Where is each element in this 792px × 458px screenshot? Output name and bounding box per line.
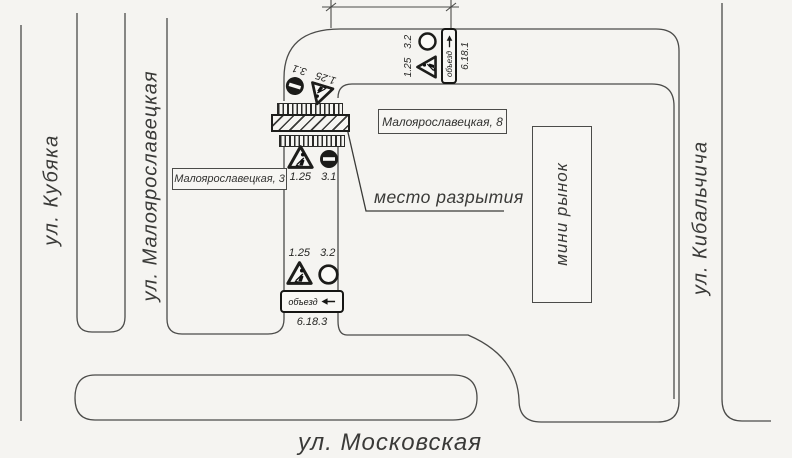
outer-road-contour bbox=[283, 28, 680, 423]
sign-code-no-entry: 3.1 bbox=[321, 171, 337, 183]
sign-code-no-traffic: 3.2 bbox=[320, 247, 336, 259]
dimension-lines bbox=[322, 0, 459, 29]
block-2-outline bbox=[166, 18, 285, 335]
street-name-kibalchicha: ул. Кибальчича bbox=[689, 140, 712, 296]
detour-sign-text: объезд bbox=[288, 296, 318, 307]
street-name-maloyaroslavetskaya: ул. Малоярославецкая bbox=[139, 70, 162, 302]
roadworks-sign-icon bbox=[311, 81, 335, 106]
sign-group-bottom: 1.25 3.2 объезд 6.18.3 bbox=[280, 247, 344, 329]
roadworks-sign-icon bbox=[416, 55, 437, 80]
block-1-outline bbox=[76, 13, 126, 333]
mini-market-block: мини рынок bbox=[532, 126, 592, 303]
roadworks-sign-icon bbox=[285, 261, 313, 285]
arrow-left-icon bbox=[321, 298, 335, 305]
no-entry-sign-icon bbox=[286, 77, 305, 96]
kibalchicha-east-edge bbox=[721, 3, 771, 422]
inner-road-contour bbox=[337, 83, 675, 399]
no-traffic-sign-icon bbox=[317, 264, 339, 285]
sign-group-top-right: 1.25 3.2 объезд bbox=[402, 27, 472, 85]
excavation-note: место разрытия bbox=[374, 187, 524, 207]
detour-sign-code: 6.18.1 bbox=[460, 42, 471, 70]
sign-code-roadworks: 1.25 bbox=[289, 171, 312, 183]
street-name-moskovskaya: ул. Московская bbox=[297, 429, 483, 456]
no-entry-sign-icon bbox=[320, 150, 338, 168]
excavation-area bbox=[271, 114, 350, 132]
address-box-building-3: Малоярославецкая, 3 bbox=[172, 168, 287, 190]
sign-group-below-excavation: 1.25 3.1 bbox=[284, 145, 342, 184]
arrow-icon bbox=[446, 35, 452, 48]
detour-sign-code: 6.18.3 bbox=[296, 316, 328, 328]
sign-group-curve: 1.25 3.1 bbox=[285, 53, 341, 106]
detour-direction-sign: объезд bbox=[441, 28, 457, 84]
roadworks-sign-icon bbox=[287, 145, 314, 169]
median-block-outline bbox=[74, 374, 478, 421]
detour-sign-text: объезд bbox=[444, 50, 454, 78]
no-traffic-sign-icon bbox=[418, 32, 437, 52]
street-name-kubyaka: ул. Кубяка bbox=[40, 134, 63, 246]
address-box-building-8: Малоярославецкая, 8 bbox=[378, 109, 507, 134]
mini-market-label: мини рынок bbox=[552, 162, 571, 266]
sign-code-roadworks: 1.25 bbox=[403, 57, 414, 78]
sign-code-roadworks: 1.25 bbox=[288, 247, 311, 259]
detour-direction-sign: объезд bbox=[280, 290, 344, 313]
barrier-fence-south bbox=[279, 135, 345, 147]
sign-code-no-traffic: 3.2 bbox=[403, 34, 414, 49]
